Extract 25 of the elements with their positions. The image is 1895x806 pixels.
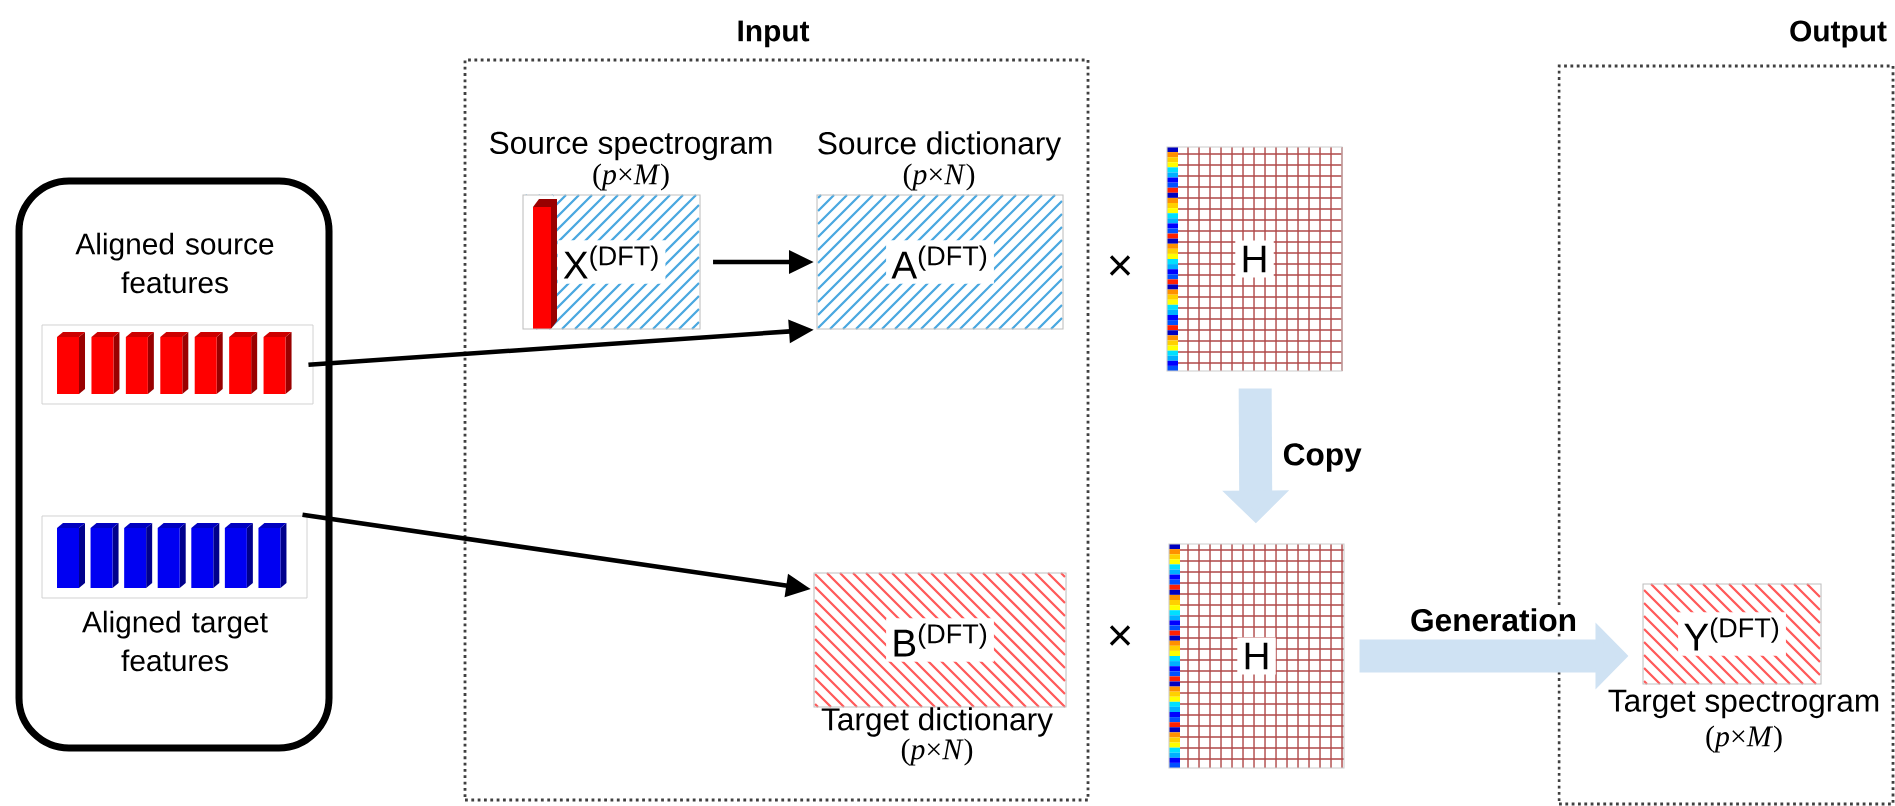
frame-title: Input [738,20,810,48]
panel-label: Aligned source features [75,232,274,294]
matrix-caption: (p×N) [903,163,975,191]
dotted-frame [463,20,1090,802]
matrix-caption: Target spectrogram [1608,689,1879,719]
hatched-matrix: A$^{(DFT)}$ [816,193,1064,331]
feature-bars-drawing [41,324,314,405]
hatched-matrix: X$^{(DFT)}$ [519,193,701,331]
matrix-caption: (p×M) [1706,725,1782,753]
grid-matrix: H [1168,543,1345,769]
feature-bars-drawing [41,515,308,599]
multiply-sign: × [1109,625,1131,646]
rounded-panel [15,177,333,752]
matrix-caption: Source dictionary [818,131,1062,161]
matrix-caption: Source spectrogram [490,131,772,161]
edge-label: Generation [1408,606,1579,634]
frame-title: Output [1790,20,1887,48]
matrix-caption: (p×N) [901,738,973,766]
multiply-sign: × [1109,255,1131,276]
panel-label: Aligned target features [82,610,268,672]
hatched-matrix: Y$^{(DFT)}$ [1642,582,1822,686]
matrix-caption: (p×M) [593,163,669,191]
edge-label: Copy [1280,441,1364,474]
matrix-caption: Target dictionary [821,707,1053,737]
grid-matrix: H [1166,146,1343,372]
